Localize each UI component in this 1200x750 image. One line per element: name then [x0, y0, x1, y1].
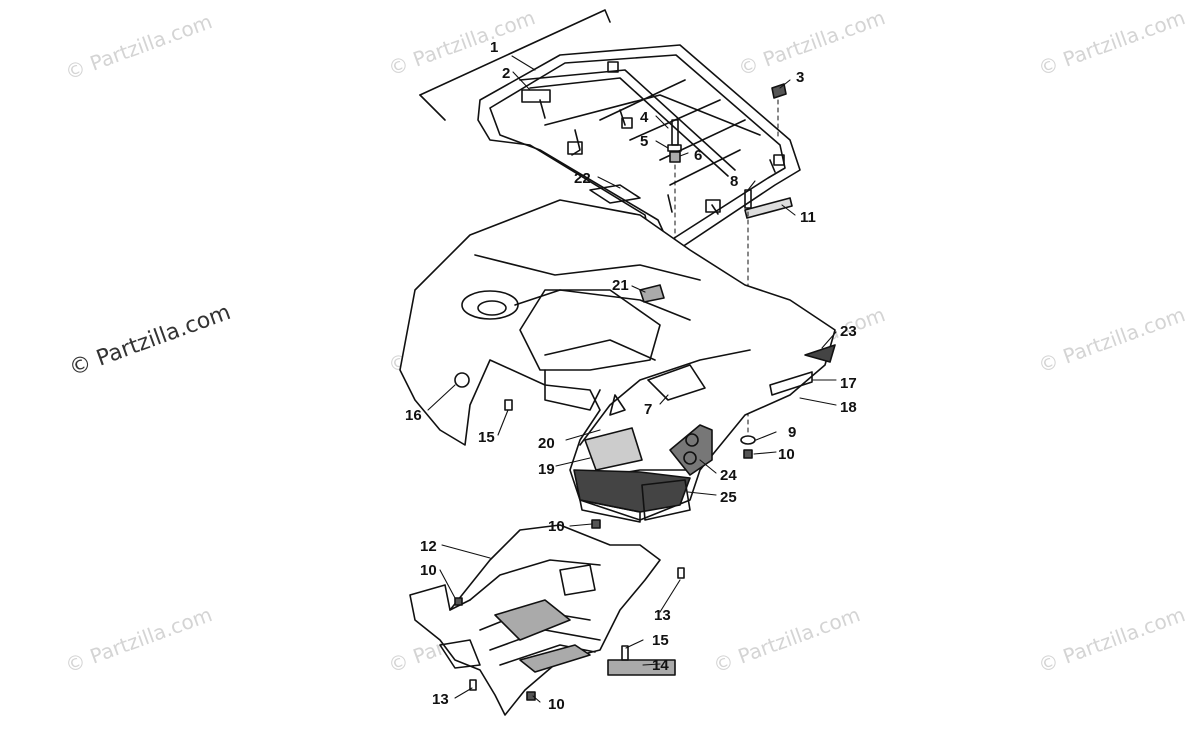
- label-22: [589, 184, 641, 204]
- screw-15b: [621, 645, 629, 661]
- rack-bracket-line: [419, 9, 611, 96]
- callout-20: 20: [538, 435, 555, 452]
- nut-10b: [591, 519, 601, 529]
- callout-22: 22: [574, 170, 591, 187]
- callout-23: 23: [840, 323, 857, 340]
- callout-1: 1: [490, 39, 498, 56]
- callout-21: 21: [612, 277, 629, 294]
- callout-13b: 13: [432, 691, 449, 708]
- footwell: [409, 519, 685, 716]
- nut-10c: [454, 597, 463, 606]
- callout-9: 9: [788, 424, 796, 441]
- callout-16: 16: [405, 407, 422, 424]
- decal-23: [804, 344, 836, 363]
- callout-24: 24: [720, 467, 737, 484]
- leader-lines: [427, 55, 837, 703]
- callout-11: 11: [800, 209, 816, 226]
- taillight-24: [669, 424, 713, 476]
- decal-19: [584, 427, 643, 471]
- callout-10c: 10: [420, 562, 437, 579]
- callout-15b: 15: [652, 632, 669, 649]
- reflector-25: [641, 479, 691, 521]
- callout-3: 3: [796, 69, 804, 86]
- decal-17: [769, 371, 813, 396]
- screw-15: [504, 399, 513, 411]
- callout-10b: 10: [548, 518, 565, 535]
- rack-bracket-line: [419, 94, 446, 121]
- rear-fender: [399, 184, 836, 523]
- rear-rack: [477, 44, 801, 256]
- callout-13a: 13: [654, 607, 671, 624]
- callout-19: 19: [538, 461, 555, 478]
- callout-12: 12: [420, 538, 437, 555]
- screw-13b: [469, 679, 477, 691]
- rack-decal: [744, 197, 793, 219]
- bushing-6: [669, 151, 681, 163]
- nut-10: [743, 449, 753, 459]
- mud-flap-7: [647, 364, 706, 401]
- callout-5: 5: [640, 133, 648, 150]
- callout-14: 14: [652, 657, 669, 674]
- grommet-16: [454, 372, 470, 388]
- callout-6: 6: [694, 147, 702, 164]
- callout-4: 4: [640, 109, 649, 126]
- callout-10a: 10: [778, 446, 795, 463]
- callout-10d: 10: [548, 696, 565, 713]
- decal-21: [639, 284, 665, 303]
- nut-10d: [526, 691, 536, 701]
- callout-7: 7: [644, 401, 652, 418]
- callout-15a: 15: [478, 429, 495, 446]
- bolt-8: [744, 189, 752, 209]
- callout-17: 17: [840, 375, 857, 392]
- screw-13: [677, 567, 685, 579]
- callout-25: 25: [720, 489, 737, 506]
- bolt-4: [671, 119, 679, 146]
- callout-2: 2: [502, 65, 510, 82]
- callout-18: 18: [840, 399, 857, 416]
- nut-3: [771, 83, 787, 99]
- washer-5: [667, 144, 682, 152]
- callout-8: 8: [730, 173, 738, 190]
- washer-9: [740, 435, 756, 445]
- reflector-area: [573, 469, 691, 513]
